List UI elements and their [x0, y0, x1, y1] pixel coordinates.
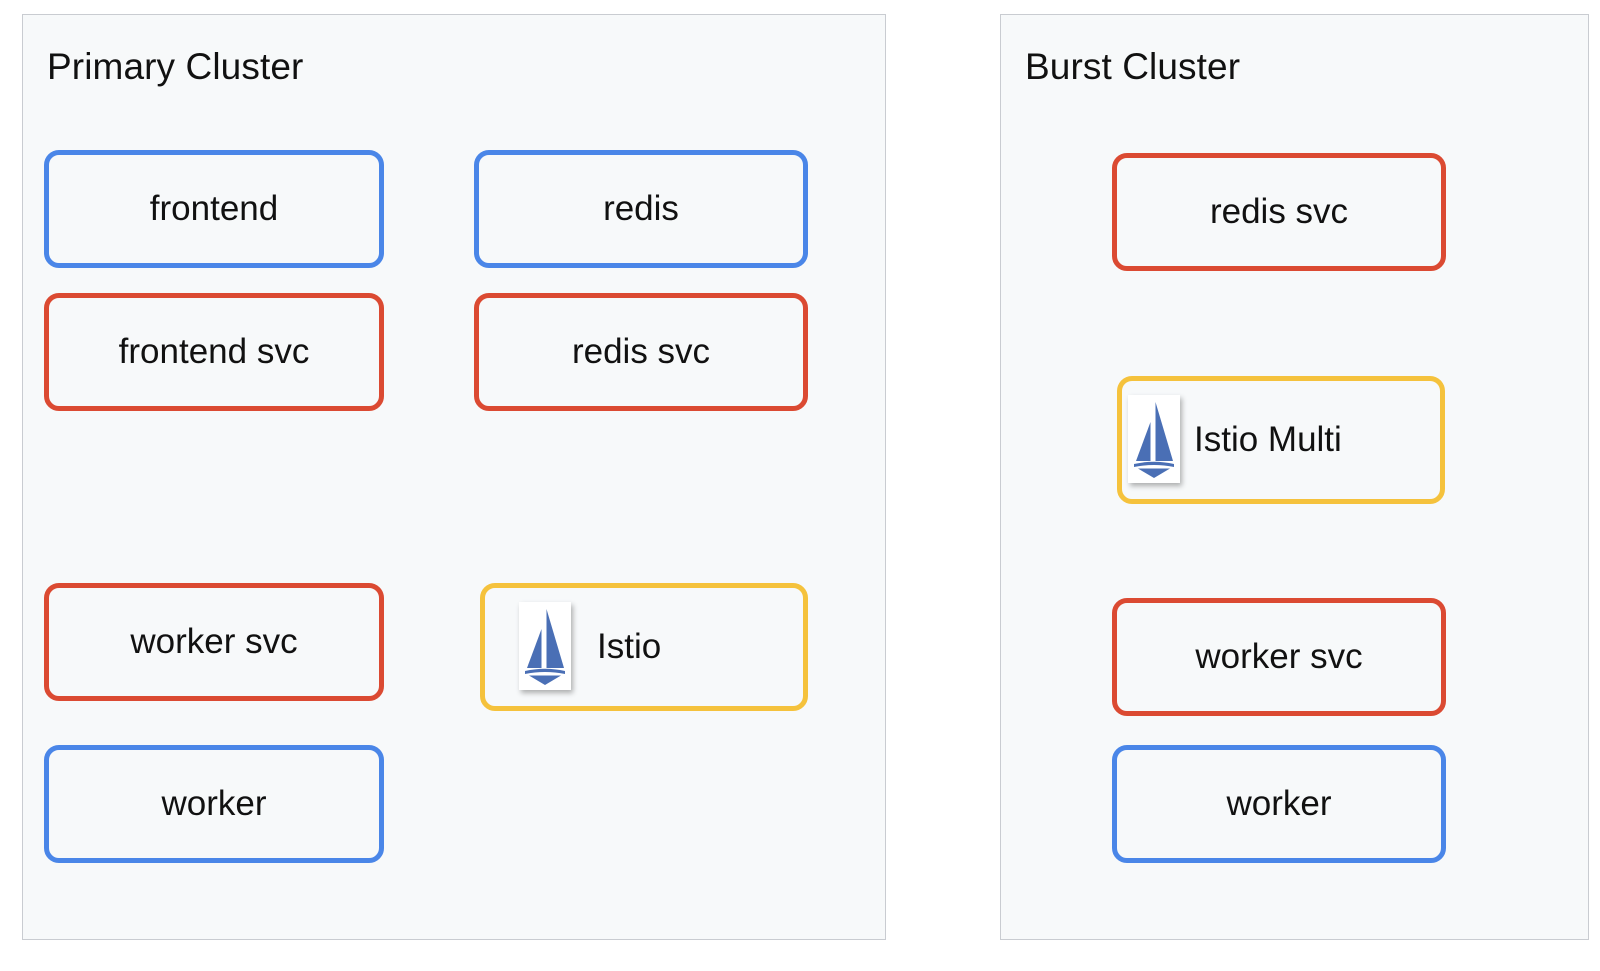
node-label: frontend — [149, 189, 279, 228]
node-label: Istio — [597, 627, 662, 666]
cluster-title-primary: Primary Cluster — [47, 46, 304, 87]
node-label: worker — [1226, 784, 1332, 823]
node-worker-svc[interactable]: worker svc — [44, 583, 384, 701]
node-burst-worker-svc[interactable]: worker svc — [1112, 598, 1446, 716]
istio-row: Istio Multi — [1122, 381, 1440, 499]
node-burst-redis-svc[interactable]: redis svc — [1112, 153, 1446, 271]
node-frontend-svc[interactable]: frontend svc — [44, 293, 384, 411]
cluster-title-burst: Burst Cluster — [1025, 46, 1241, 87]
istio-sailboat-icon — [519, 602, 571, 690]
node-label: worker svc — [130, 622, 298, 661]
istio-sailboat-icon — [1128, 395, 1180, 483]
node-redis-svc[interactable]: redis svc — [474, 293, 808, 411]
node-redis[interactable]: redis — [474, 150, 808, 268]
node-label: redis — [603, 189, 679, 228]
node-label: worker svc — [1195, 637, 1363, 676]
node-label: redis svc — [571, 332, 711, 371]
node-label: Istio Multi — [1194, 420, 1342, 459]
node-worker[interactable]: worker — [44, 745, 384, 863]
node-label: worker — [161, 784, 267, 823]
node-istio[interactable]: Istio — [480, 583, 808, 711]
node-label: frontend svc — [118, 332, 310, 371]
node-label: redis svc — [1209, 192, 1349, 231]
istio-row: Istio — [485, 588, 803, 706]
node-istio-multi[interactable]: Istio Multi — [1117, 376, 1445, 504]
node-frontend[interactable]: frontend — [44, 150, 384, 268]
node-burst-worker[interactable]: worker — [1112, 745, 1446, 863]
